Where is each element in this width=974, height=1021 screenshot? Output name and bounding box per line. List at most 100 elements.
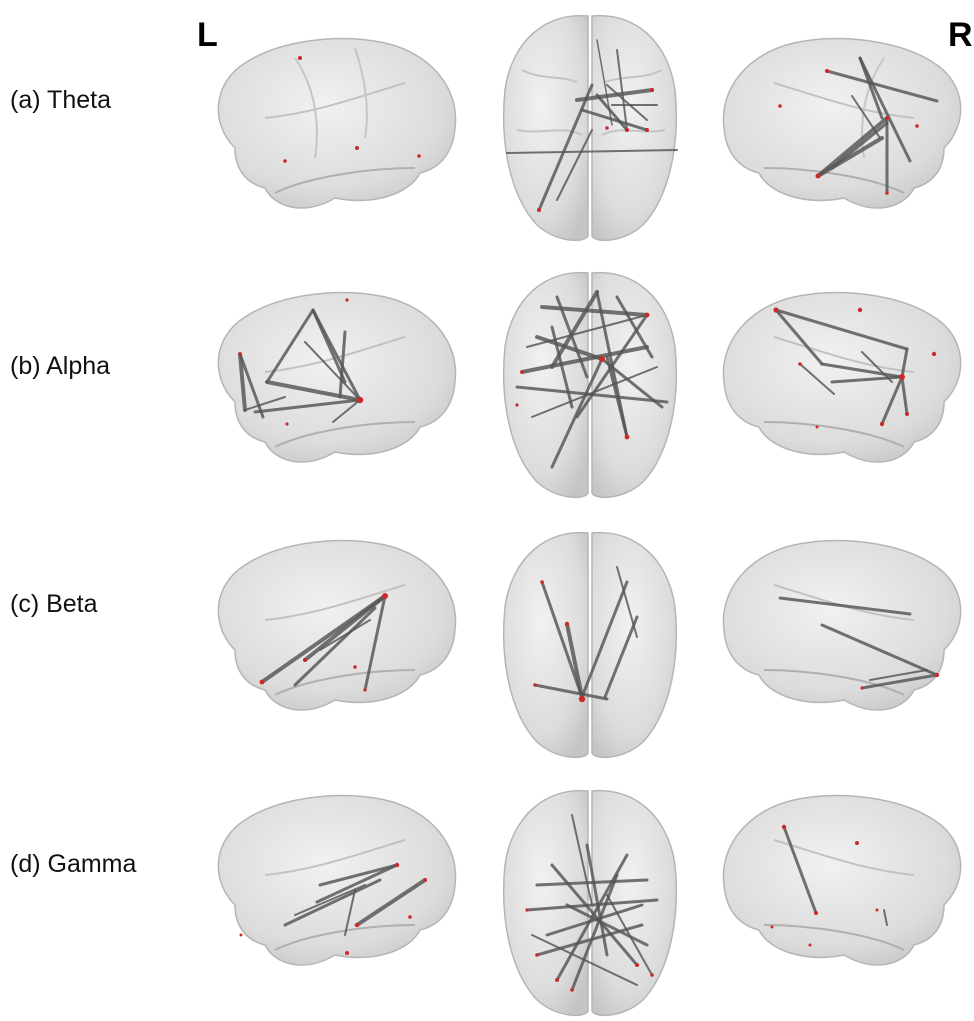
edge <box>571 814 593 906</box>
node <box>354 922 360 928</box>
node <box>238 352 242 356</box>
edge <box>533 683 609 701</box>
node <box>815 425 819 429</box>
node <box>259 679 265 685</box>
edge <box>799 363 835 395</box>
edge <box>605 355 629 439</box>
node <box>555 978 559 982</box>
edge <box>238 352 247 412</box>
node <box>417 154 421 158</box>
edge <box>520 345 649 374</box>
edge <box>540 580 584 699</box>
edge <box>615 295 654 359</box>
edge <box>860 673 939 690</box>
node <box>303 658 307 662</box>
beta-left-lateral-brain <box>217 539 457 711</box>
right-hemisphere-label: R <box>948 16 973 54</box>
edge <box>900 375 909 416</box>
node <box>915 124 919 128</box>
node <box>535 953 539 957</box>
edge <box>283 878 382 927</box>
node <box>605 126 609 130</box>
node <box>533 683 537 687</box>
edge <box>311 308 347 384</box>
node <box>423 878 427 882</box>
node <box>570 988 574 992</box>
node <box>382 593 388 599</box>
left-hemisphere-label: L <box>197 16 218 54</box>
edge <box>580 580 629 699</box>
node <box>798 362 802 366</box>
node <box>578 695 586 703</box>
node <box>283 159 287 163</box>
edge <box>869 669 928 681</box>
edge <box>319 619 371 651</box>
theta-dorsal-brain <box>502 14 678 242</box>
band-label-alpha: (b) Alpha <box>10 352 111 380</box>
node <box>353 665 357 669</box>
edge <box>816 116 889 178</box>
node <box>624 434 630 440</box>
edge <box>506 149 678 154</box>
band-label-gamma: (d) Gamma <box>10 850 137 878</box>
edge <box>820 362 904 379</box>
edge <box>293 606 377 687</box>
node <box>879 421 885 427</box>
node <box>345 298 349 302</box>
node <box>540 580 544 584</box>
node <box>355 146 359 150</box>
edge <box>820 623 939 677</box>
edge <box>355 878 427 927</box>
edge <box>816 136 884 178</box>
edge <box>304 341 361 401</box>
node <box>650 973 654 977</box>
edge <box>318 863 399 887</box>
node <box>931 351 937 357</box>
edge <box>595 93 629 132</box>
node <box>644 312 650 318</box>
node <box>363 688 367 692</box>
edge <box>565 622 584 699</box>
theta-left-lateral-brain <box>217 37 457 209</box>
node <box>857 307 863 313</box>
node <box>520 370 524 374</box>
edge <box>782 825 818 915</box>
edge <box>265 308 315 384</box>
node <box>899 374 905 380</box>
edge <box>550 357 604 469</box>
node <box>599 356 605 362</box>
node <box>625 128 629 132</box>
edge <box>774 308 824 366</box>
edge <box>332 399 361 423</box>
edge <box>851 95 881 139</box>
node <box>239 933 243 937</box>
node <box>394 862 400 868</box>
edge <box>570 873 619 992</box>
node <box>885 191 889 195</box>
edge <box>338 330 347 399</box>
theta-right-lateral-brain <box>722 37 962 209</box>
edge <box>244 396 286 411</box>
node <box>934 672 940 678</box>
node <box>356 396 364 404</box>
node <box>855 841 859 845</box>
edge <box>880 375 904 426</box>
node <box>905 412 909 416</box>
edge <box>315 863 399 904</box>
edge <box>535 878 649 887</box>
beta-dorsal-brain <box>502 531 678 759</box>
edge <box>303 594 387 662</box>
edge <box>526 314 648 348</box>
edge <box>265 380 362 402</box>
node <box>645 128 649 132</box>
gamma-right-lateral-brain <box>722 794 962 966</box>
edge <box>344 889 356 936</box>
node <box>814 911 818 915</box>
alpha-right-lateral-brain <box>722 291 962 463</box>
edge <box>537 83 594 212</box>
edge <box>238 352 265 419</box>
edge <box>596 39 613 126</box>
edge <box>774 308 909 351</box>
edge <box>535 923 644 957</box>
node <box>515 403 519 407</box>
